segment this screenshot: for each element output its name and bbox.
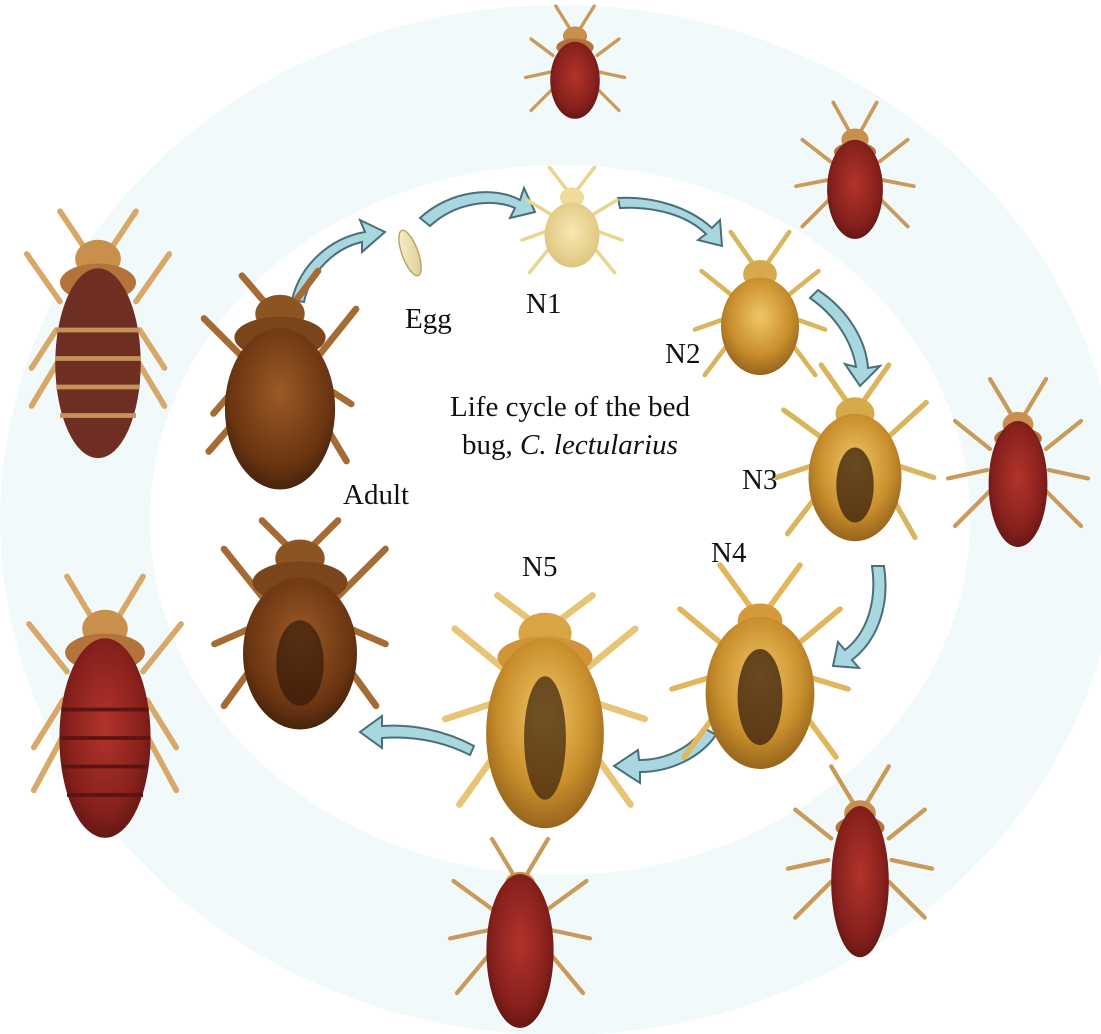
label-n3: N3 [742,466,777,495]
label-n5: N5 [522,553,557,582]
label-egg: Egg [405,305,452,334]
diagram-title: Life cycle of the bed bug, C. lectulariu… [420,388,720,464]
label-n1: N1 [526,290,561,319]
species-name: C. lectularius [520,429,678,461]
title-line-1: Life cycle of the bed [420,388,720,426]
label-adult: Adult [343,481,409,510]
title-line-2: bug, C. lectularius [420,426,720,464]
label-n4: N4 [711,539,746,568]
title-line-2-prefix: bug, [462,429,520,461]
label-n2: N2 [665,340,700,369]
